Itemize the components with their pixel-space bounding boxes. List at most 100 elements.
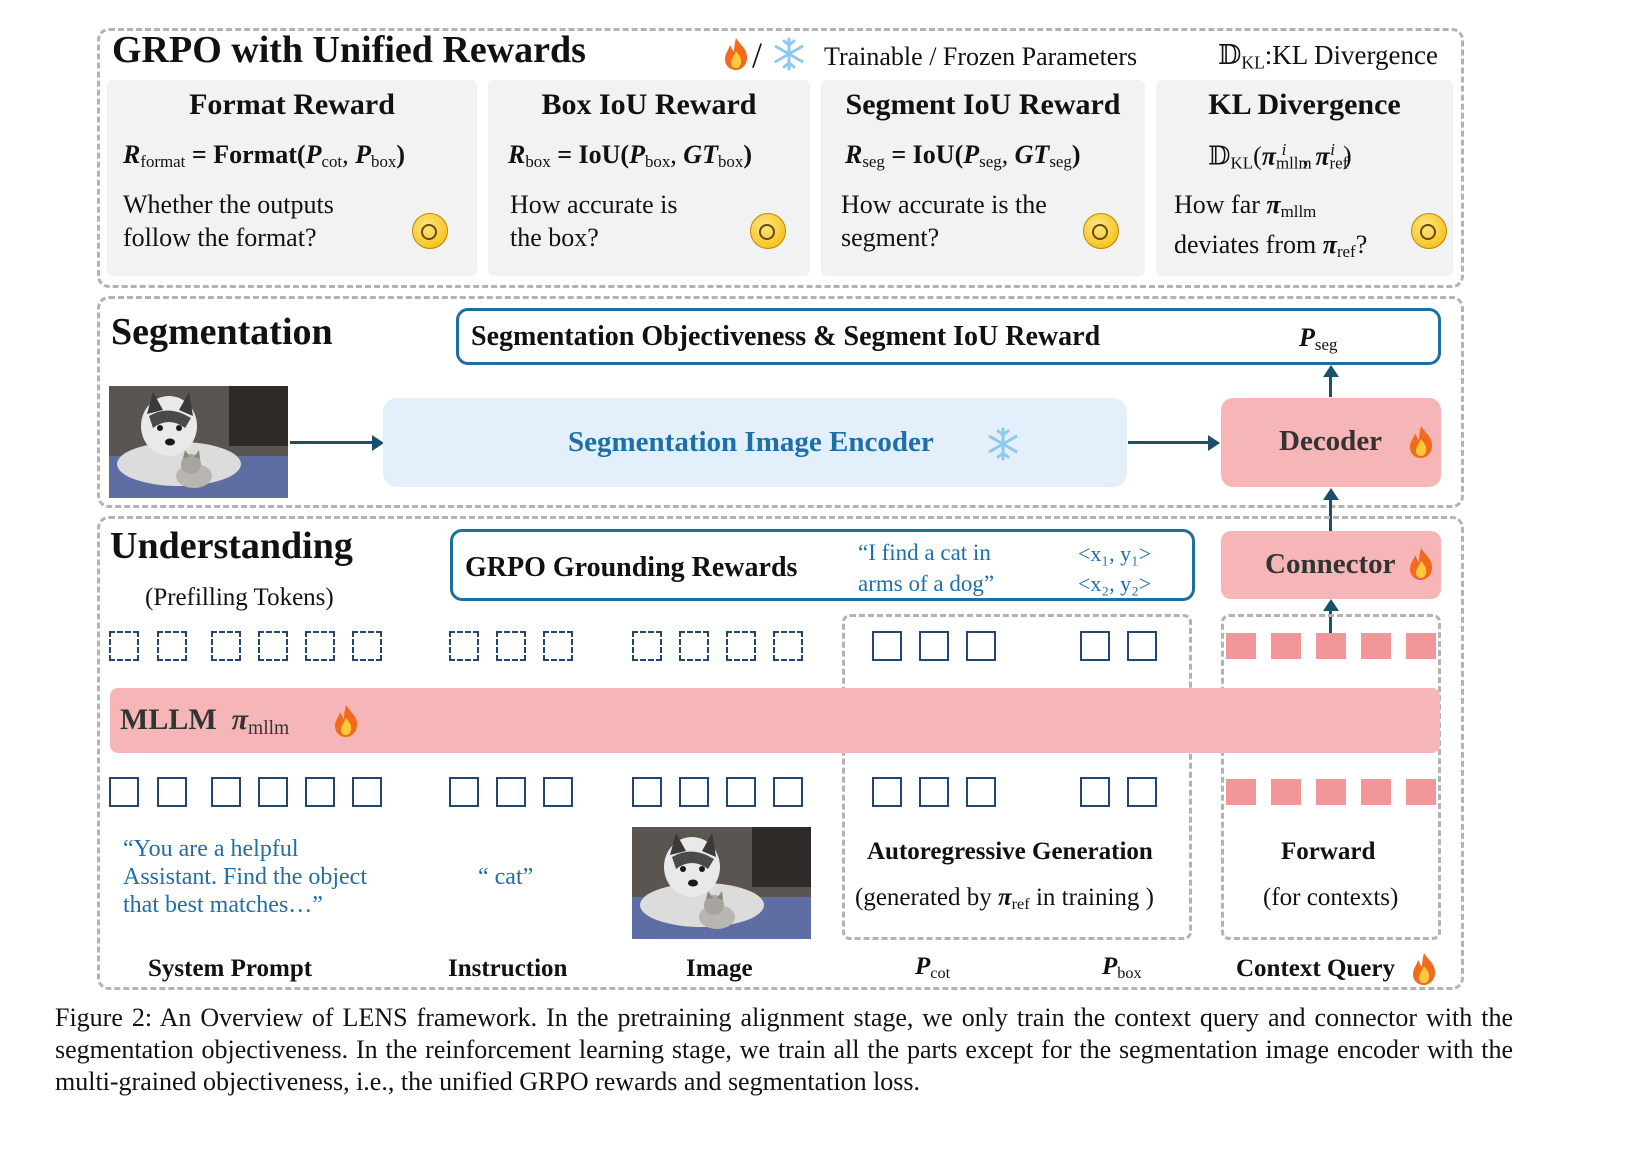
token [872, 777, 902, 807]
monocle-face-icon [1083, 213, 1119, 249]
arrow-connector-to-decoder [1329, 498, 1332, 531]
flame-icon [722, 37, 750, 71]
arrow-query-to-connector [1329, 609, 1332, 634]
context-query-token [1316, 779, 1346, 805]
monocle-face-icon [412, 213, 448, 249]
token [352, 777, 382, 807]
figure-caption: Figure 2: An Overview of LENS framework.… [55, 1003, 1513, 1096]
autoregressive-subtitle: (generated by πref in training ) [855, 884, 1154, 914]
context-query-token [1271, 633, 1301, 659]
reward-desc: How far πmllm deviates from πref? [1174, 190, 1368, 262]
snowflake-icon [986, 427, 1020, 461]
token [1080, 777, 1110, 807]
reward-formula: Rformat = Format(Pcot, Pbox) [123, 140, 406, 172]
token [632, 777, 662, 807]
arrow-head [372, 435, 384, 451]
label-pbox: Pbox [1102, 953, 1142, 983]
segmentation-encoder: Segmentation Image Encoder [383, 398, 1127, 487]
token [919, 777, 949, 807]
segmentation-objective-box: Segmentation Objectiveness & Segment IoU… [456, 308, 1441, 365]
token [726, 777, 756, 807]
token [632, 631, 662, 661]
reward-card-segment-iou: Segment IoU Reward Rseg = IoU(Pseg, GTse… [821, 80, 1145, 276]
kl-symbol: 𝔻 [1218, 40, 1242, 70]
token [679, 777, 709, 807]
rewards-panel-title: GRPO with Unified Rewards [112, 29, 586, 71]
input-image-dog-cat [632, 826, 811, 940]
context-query-token [1226, 633, 1256, 659]
token [1127, 777, 1157, 807]
pseg-label: Pseg [1299, 323, 1338, 355]
token [211, 631, 241, 661]
token [157, 631, 187, 661]
label-image: Image [686, 955, 753, 982]
token [258, 777, 288, 807]
grounding-coords: <x₁, y₁><x₂, y₂> [1078, 541, 1152, 596]
flame-icon [1407, 425, 1435, 459]
understanding-title: Understanding [110, 525, 353, 567]
reward-title: KL Divergence [1208, 88, 1401, 121]
token [1127, 631, 1157, 661]
arrow-head [1208, 435, 1220, 451]
mllm-label: MLLM πmllm [120, 703, 290, 739]
token [496, 777, 526, 807]
token [543, 631, 573, 661]
reward-card-kl: KL Divergence 𝔻KL(πmllmi, πrefi) How far… [1156, 80, 1453, 276]
forward-title: Forward [1281, 838, 1376, 865]
arrow-decoder-to-pseg [1329, 375, 1332, 397]
mllm-bar: MLLM πmllm [110, 688, 1440, 753]
rewards-panel [97, 28, 1464, 288]
arrow-head [1323, 488, 1339, 500]
system-prompt-text: “You are a helpful Assistant. Find the o… [123, 836, 367, 918]
reward-title: Format Reward [189, 88, 395, 121]
reward-card-box-iou: Box IoU Reward Rbox = IoU(Pbox, GTbox) H… [488, 80, 810, 276]
kl-legend: 𝔻KL:KL Divergence [1218, 40, 1438, 73]
token [109, 631, 139, 661]
forward-subtitle: (for contexts) [1263, 884, 1399, 911]
token [157, 777, 187, 807]
reward-title: Box IoU Reward [541, 88, 757, 121]
flame-icon [1407, 547, 1435, 581]
legend-text: Trainable / Frozen Parameters [824, 42, 1138, 71]
reward-title: Segment IoU Reward [845, 88, 1121, 121]
label-context-query: Context Query [1236, 955, 1395, 982]
label-system-prompt: System Prompt [148, 955, 313, 982]
arrow-photo-to-encoder [290, 441, 374, 444]
connector-block: Connector [1221, 531, 1441, 599]
label-pcot: Pcot [915, 953, 951, 983]
monocle-face-icon [750, 213, 786, 249]
segmentation-objective-label: Segmentation Objectiveness & Segment IoU… [471, 321, 1101, 352]
arrow-head [1323, 365, 1339, 377]
kl-text: :KL Divergence [1264, 40, 1438, 70]
token [543, 777, 573, 807]
prefill-label: (Prefilling Tokens) [145, 584, 334, 611]
token [258, 631, 288, 661]
token [679, 631, 709, 661]
flame-icon [332, 704, 360, 738]
monocle-face-icon [1411, 213, 1447, 249]
segmentation-panel [97, 296, 1464, 508]
connector-label: Connector [1265, 548, 1396, 580]
token [305, 777, 335, 807]
token [919, 631, 949, 661]
reward-formula: 𝔻KL(πmllmi, πrefi) [1208, 140, 1352, 173]
flame-icon [1410, 952, 1438, 986]
forward-group [1221, 614, 1441, 940]
reward-formula: Rbox = IoU(Pbox, GTbox) [508, 140, 752, 172]
input-photo-dog-cat [109, 386, 288, 498]
token [872, 631, 902, 661]
arrow-encoder-to-decoder [1128, 441, 1210, 444]
legend-separator: / [752, 35, 763, 75]
encoder-label: Segmentation Image Encoder [568, 426, 934, 458]
snowflake-icon [772, 37, 806, 71]
segmentation-title: Segmentation [111, 311, 333, 353]
token [305, 631, 335, 661]
autoregressive-group [842, 614, 1192, 940]
kl-sub: KL [1241, 52, 1265, 73]
token [966, 777, 996, 807]
context-query-token [1406, 779, 1436, 805]
